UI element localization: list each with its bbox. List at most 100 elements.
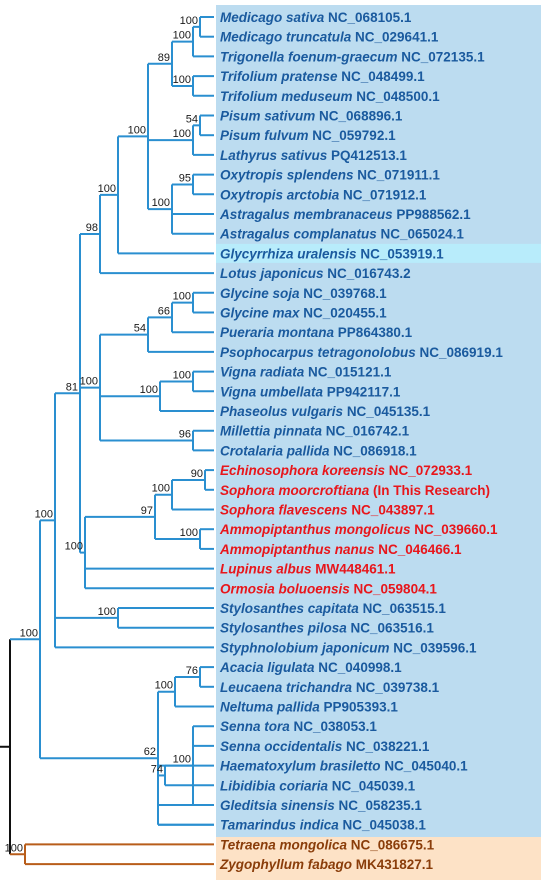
accession-number: NC_045040.1 xyxy=(384,759,468,774)
bootstrap-value: 100 xyxy=(180,527,198,539)
bootstrap-value: 89 xyxy=(158,52,170,64)
bootstrap-value: 96 xyxy=(179,429,191,441)
taxon-label: Stylosanthes pilosa NC_063516.1 xyxy=(220,621,434,636)
taxon-label: Medicago sativa NC_068105.1 xyxy=(220,10,412,25)
species-name: Oxytropis arctobia xyxy=(220,187,343,202)
taxon-label: Tetraena mongolica NC_086675.1 xyxy=(220,837,435,852)
taxon-label: Libidibia coriaria NC_045039.1 xyxy=(220,778,416,793)
species-name: Zygophyllum fabago xyxy=(219,857,356,872)
taxon-label: Pueraria montana PP864380.1 xyxy=(220,325,413,340)
bootstrap-value: 100 xyxy=(180,15,198,27)
species-name: Medicago truncatula xyxy=(220,30,355,45)
bootstrap-value: 100 xyxy=(65,541,83,553)
bootstrap-value: 100 xyxy=(35,508,53,520)
accession-number: NC_040998.1 xyxy=(318,660,402,675)
species-name: Phaseolus vulgaris xyxy=(220,404,347,419)
species-name: Crotalaria pallida xyxy=(220,443,333,458)
taxon-label: Oxytropis arctobia NC_071912.1 xyxy=(220,187,427,202)
species-name: Ammopiptanthus nanus xyxy=(219,542,378,557)
accession-number: NC_045135.1 xyxy=(347,404,431,419)
taxon-label: Pisum sativum NC_068896.1 xyxy=(220,109,403,124)
species-name: Ormosia boluoensis xyxy=(220,581,354,596)
bootstrap-value: 74 xyxy=(151,763,163,775)
taxon-label: Astragalus membranaceus PP988562.1 xyxy=(219,207,471,222)
species-name: Psophocarpus tetragonolobus xyxy=(220,345,420,360)
accession-number: NC_048500.1 xyxy=(356,89,440,104)
taxon-label: Ammopiptanthus mongolicus NC_039660.1 xyxy=(219,522,498,537)
species-name: Lotus japonicus xyxy=(220,266,327,281)
species-name: Glycine max xyxy=(220,306,303,321)
species-name: Gleditsia sinensis xyxy=(220,798,339,813)
bootstrap-value: 100 xyxy=(98,606,116,618)
accession-number: NC_029641.1 xyxy=(355,30,439,45)
species-name: Stylosanthes capitata xyxy=(220,601,363,616)
bootstrap-value: 100 xyxy=(173,74,191,86)
taxon-label: Styphnolobium japonicum NC_039596.1 xyxy=(220,640,477,655)
species-name: Leucaena trichandra xyxy=(220,680,356,695)
accession-number: NC_039596.1 xyxy=(393,640,477,655)
taxon-label: Haematoxylum brasiletto NC_045040.1 xyxy=(220,759,468,774)
accession-number: NC_016742.1 xyxy=(326,424,410,439)
species-name: Acacia ligulata xyxy=(219,660,318,675)
species-name: Trifolium meduseum xyxy=(220,89,356,104)
taxon-label: Pisum fulvum NC_059792.1 xyxy=(220,128,396,143)
accession-number: NC_038053.1 xyxy=(294,719,378,734)
accession-number: NC_059792.1 xyxy=(312,128,396,143)
bootstrap-value: 100 xyxy=(173,369,191,381)
accession-number: NC_053919.1 xyxy=(360,246,444,261)
fabaceae-panel xyxy=(216,5,541,837)
species-name: Medicago sativa xyxy=(220,10,328,25)
bootstrap-value: 100 xyxy=(155,680,173,692)
species-name: Trigonella foenum-graecum xyxy=(220,49,401,64)
taxon-label: Sophora flavescens NC_043897.1 xyxy=(220,503,435,518)
taxon-label: Ammopiptanthus nanus NC_046466.1 xyxy=(219,542,462,557)
species-name: Tamarindus indica xyxy=(220,818,343,833)
accession-number: NC_065024.1 xyxy=(381,227,465,242)
accession-number: NC_068896.1 xyxy=(319,109,403,124)
bootstrap-value: 81 xyxy=(66,381,78,393)
species-name: Sophora moorcroftiana xyxy=(220,483,373,498)
bootstrap-value: 90 xyxy=(191,468,203,480)
taxon-label: Lathyrus sativus PQ412513.1 xyxy=(220,148,407,163)
bootstrap-value: 100 xyxy=(173,754,191,766)
accession-number: NC_015121.1 xyxy=(308,365,392,380)
accession-number: PP988562.1 xyxy=(396,207,471,222)
accession-number: PP864380.1 xyxy=(338,325,413,340)
bootstrap-value: 100 xyxy=(80,376,98,388)
taxon-label: Glycine soja NC_039768.1 xyxy=(220,286,387,301)
bootstrap-value: 100 xyxy=(128,124,146,136)
species-name: Neltuma pallida xyxy=(220,700,324,715)
accession-number: NC_072135.1 xyxy=(401,49,485,64)
accession-number: NC_038221.1 xyxy=(346,739,430,754)
accession-number: NC_071911.1 xyxy=(357,168,440,183)
species-name: Tetraena mongolica xyxy=(220,837,351,852)
accession-number: NC_039660.1 xyxy=(414,522,498,537)
bootstrap-value: 100 xyxy=(173,30,191,42)
accession-number: NC_016743.2 xyxy=(327,266,410,281)
accession-number: PQ412513.1 xyxy=(331,148,407,163)
taxon-label: Senna occidentalis NC_038221.1 xyxy=(220,739,430,754)
accession-number: NC_086919.1 xyxy=(420,345,504,360)
taxon-label: Lupinus albus MW448461.1 xyxy=(220,562,396,577)
taxon-label: Glycine max NC_020455.1 xyxy=(220,306,387,321)
bootstrap-value: 54 xyxy=(186,113,198,125)
species-name: Stylosanthes pilosa xyxy=(220,621,351,636)
taxon-label: Millettia pinnata NC_016742.1 xyxy=(220,424,410,439)
taxon-label: Oxytropis splendens NC_071911.1 xyxy=(220,168,440,183)
bootstrap-value: 100 xyxy=(173,291,191,303)
bootstrap-value: 54 xyxy=(134,323,146,335)
taxon-label: Crotalaria pallida NC_086918.1 xyxy=(220,443,417,458)
species-name: Vigna radiata xyxy=(220,365,308,380)
accession-number: NC_063516.1 xyxy=(351,621,435,636)
species-name: Lupinus albus xyxy=(220,562,315,577)
bootstrap-value: 100 xyxy=(152,197,170,209)
taxon-label: Glycyrrhiza uralensis NC_053919.1 xyxy=(220,246,444,261)
taxon-label: Sophora moorcroftiana (In This Research) xyxy=(220,483,490,498)
taxon-label: Zygophyllum fabago MK431827.1 xyxy=(219,857,434,872)
species-name: Millettia pinnata xyxy=(220,424,326,439)
accession-number: MK431827.1 xyxy=(356,857,434,872)
accession-number: NC_086918.1 xyxy=(333,443,417,458)
accession-number: NC_039738.1 xyxy=(356,680,440,695)
species-name: Pisum fulvum xyxy=(220,128,312,143)
